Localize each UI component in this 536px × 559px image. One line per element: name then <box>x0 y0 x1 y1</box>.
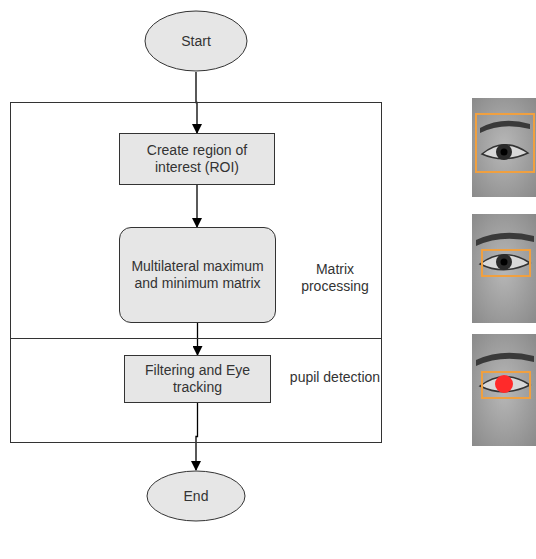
start-terminal: Start <box>144 10 248 72</box>
process-box: Filtering and Eye tracking <box>124 355 271 403</box>
end-terminal: End <box>146 470 246 522</box>
stage-band: pupil detection Filtering and Eye trackin… <box>10 338 382 443</box>
node-label: pupil detection <box>287 369 383 386</box>
node-label: Create region of interest (ROI) <box>128 142 266 176</box>
process-box: Create region of interest (ROI) <box>119 133 275 185</box>
flow-arrow <box>197 323 198 355</box>
stage-band: Matrix processing Create region of intere… <box>10 102 382 339</box>
node-label: Filtering and Eye tracking <box>133 362 262 396</box>
eye-photo-2 <box>472 214 536 323</box>
process-box: Multilateral maximum and minimum matrix <box>119 227 276 323</box>
node-label: End <box>184 488 209 505</box>
node-label: Matrix processing <box>287 261 383 295</box>
node-label: Multilateral maximum and minimum matrix <box>128 258 267 292</box>
flow-arrow <box>196 185 197 227</box>
flow-arrow <box>196 403 198 470</box>
eye-photo-3 <box>472 334 536 446</box>
node-label: Start <box>181 33 211 50</box>
eye-photo-1 <box>472 98 536 197</box>
